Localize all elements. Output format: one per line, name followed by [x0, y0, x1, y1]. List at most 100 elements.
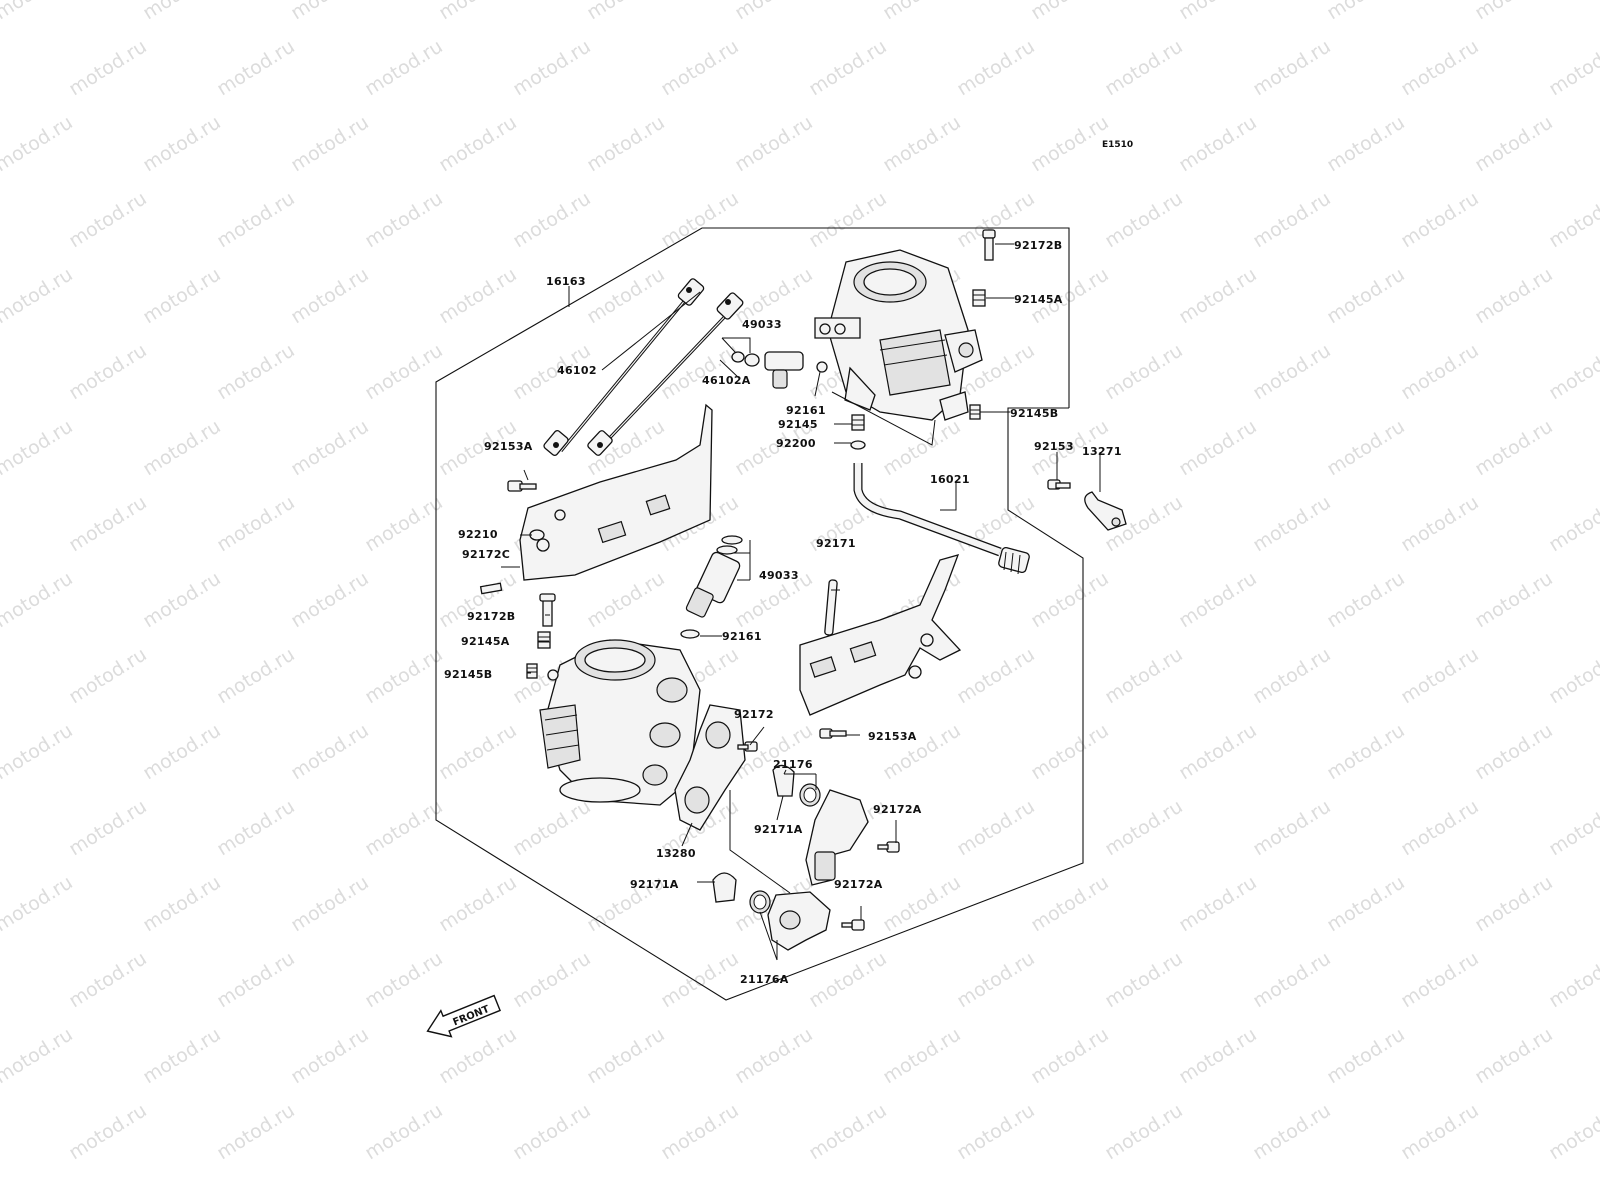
rod-46102A	[587, 292, 744, 456]
bracket-13271	[1084, 491, 1127, 531]
watermark: motod.ru	[657, 947, 743, 1012]
bolt-92153A-left	[507, 480, 537, 492]
watermark: motod.ru	[139, 263, 225, 328]
watermark: motod.ru	[509, 947, 595, 1012]
part-callout-13280: 13280	[656, 847, 696, 860]
watermark: motod.ru	[509, 35, 595, 100]
spring-92145	[851, 414, 865, 431]
watermark: motod.ru	[1471, 0, 1557, 24]
watermark: motod.ru	[435, 871, 521, 936]
watermark: motod.ru	[1545, 339, 1600, 404]
watermark: motod.ru	[1101, 35, 1187, 100]
throttle-body-top	[814, 249, 983, 421]
part-callout-92172: 92172	[734, 708, 774, 721]
watermark: motod.ru	[583, 1023, 669, 1088]
watermark: motod.ru	[1175, 871, 1261, 936]
watermark: motod.ru	[879, 0, 965, 24]
watermark: motod.ru	[1545, 1099, 1600, 1164]
watermark: motod.ru	[0, 871, 77, 936]
watermark: motod.ru	[1545, 35, 1600, 100]
watermark: motod.ru	[0, 263, 77, 328]
bracket-left	[519, 403, 713, 581]
watermark-layer: motod.ru motod.ru motod.ru motod.ru motod.ru…	[0, 0, 1600, 1164]
watermark: motod.ru	[879, 871, 965, 936]
watermark: motod.ru	[879, 415, 965, 480]
watermark: motod.ru	[1027, 567, 1113, 632]
washer-92200	[850, 440, 866, 450]
watermark: motod.ru	[1027, 1023, 1113, 1088]
spring-92145B-top	[969, 404, 981, 420]
watermark: motod.ru	[287, 1023, 373, 1088]
watermark: motod.ru	[65, 947, 151, 1012]
part-callout-92153A: 92153A	[868, 730, 917, 743]
watermark: motod.ru	[1249, 339, 1335, 404]
part-callout-92172B: 92172B	[467, 610, 515, 623]
watermark: motod.ru	[805, 1099, 891, 1164]
watermark: motod.ru	[213, 35, 299, 100]
watermark: motod.ru	[361, 1099, 447, 1164]
part-callout-92200: 92200	[776, 437, 816, 450]
watermark: motod.ru	[287, 719, 373, 784]
watermark: motod.ru	[1101, 795, 1187, 860]
watermark: motod.ru	[953, 947, 1039, 1012]
watermark: motod.ru	[213, 643, 299, 708]
gasket-13280	[674, 704, 746, 831]
part-callout-49033: 49033	[742, 318, 782, 331]
watermark: motod.ru	[1249, 187, 1335, 252]
watermark: motod.ru	[805, 187, 891, 252]
part-callout-46102: 46102	[557, 364, 597, 377]
watermark: motod.ru	[1249, 947, 1335, 1012]
watermark: motod.ru	[1397, 187, 1483, 252]
injector-top	[731, 351, 828, 389]
sensor-upper	[805, 789, 869, 886]
watermark: motod.ru	[953, 643, 1039, 708]
watermark: motod.ru	[509, 1099, 595, 1164]
watermark: motod.ru	[1545, 187, 1600, 252]
watermark: motod.ru	[287, 567, 373, 632]
spring-92172C	[479, 582, 503, 595]
watermark: motod.ru	[287, 0, 373, 24]
part-callout-92153: 92153	[1034, 440, 1074, 453]
watermark: motod.ru	[213, 187, 299, 252]
watermark: motod.ru	[65, 643, 151, 708]
watermark: motod.ru	[1323, 871, 1409, 936]
watermark: motod.ru	[361, 643, 447, 708]
leader-lines	[501, 243, 1101, 961]
watermark: motod.ru	[1175, 111, 1261, 176]
watermark: motod.ru	[1471, 719, 1557, 784]
watermark: motod.ru	[1027, 719, 1113, 784]
watermark: motod.ru	[1471, 111, 1557, 176]
watermark: motod.ru	[1323, 1023, 1409, 1088]
watermark: motod.ru	[1249, 795, 1335, 860]
watermark: motod.ru	[139, 111, 225, 176]
oring-21176	[799, 783, 821, 807]
watermark: motod.ru	[287, 263, 373, 328]
watermark: motod.ru	[361, 491, 447, 556]
watermark: motod.ru	[583, 567, 669, 632]
part-callout-92172A: 92172A	[834, 878, 883, 891]
watermark: motod.ru	[361, 795, 447, 860]
part-callout-92171A: 92171A	[630, 878, 679, 891]
watermark: motod.ru	[213, 947, 299, 1012]
oring-21176A	[749, 890, 771, 914]
part-callout-92145B: 92145B	[444, 668, 492, 681]
watermark: motod.ru	[1323, 0, 1409, 24]
pin-92171	[824, 579, 838, 636]
watermark: motod.ru	[0, 719, 77, 784]
watermark: motod.ru	[65, 35, 151, 100]
watermark: motod.ru	[1249, 491, 1335, 556]
part-callout-92161: 92161	[786, 404, 826, 417]
spring-92145A-top	[972, 289, 986, 307]
watermark: motod.ru	[287, 415, 373, 480]
watermark: motod.ru	[657, 35, 743, 100]
part-callout-92145B: 92145B	[1010, 407, 1058, 420]
spring-92145B-left	[526, 663, 538, 679]
injector-lower	[680, 535, 743, 639]
screw-92172A-lower	[841, 919, 865, 931]
part-callout-92145: 92145	[778, 418, 818, 431]
watermark: motod.ru	[1175, 0, 1261, 24]
watermark: motod.ru	[1101, 187, 1187, 252]
part-callout-92172A: 92172A	[873, 803, 922, 816]
watermark: motod.ru	[805, 35, 891, 100]
